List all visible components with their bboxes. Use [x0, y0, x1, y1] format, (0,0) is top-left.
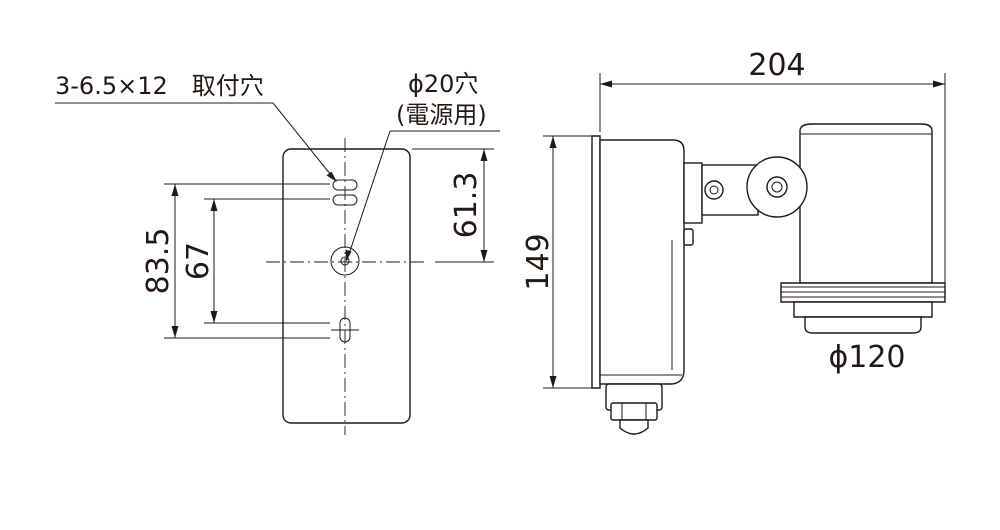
main-housing: [599, 139, 685, 385]
dim-label-149: 149: [521, 233, 556, 290]
arm-knob-inner: [709, 185, 719, 195]
mounting-plate: [282, 148, 411, 424]
cable-hole-note: (電源用): [396, 101, 487, 129]
side-view: 204 149: [521, 48, 946, 435]
cable-hole-outer: [330, 246, 360, 276]
leader-mount-holes-arrow: [326, 171, 337, 182]
wall-plate: [591, 135, 601, 389]
leader-cable-hole-arrow: [345, 249, 352, 262]
dim-label-204: 204: [748, 48, 805, 83]
dim-arrow-149-top: [549, 136, 557, 148]
lamp-lens: [804, 316, 922, 334]
cable-hole-inner: [340, 256, 350, 266]
cable-hole-label: ϕ20穴: [408, 70, 478, 98]
cable-gland-cap: [619, 419, 649, 435]
back-plate-view: 83.5 67 61.3 3-6.5×12 取付穴 ϕ20穴 (電源用): [55, 70, 500, 435]
cable-gland-nut: [610, 402, 658, 421]
dim-arrow-61-3-bottom: [480, 250, 488, 262]
dim-label-83-5: 83.5: [141, 228, 176, 295]
dim-arrow-67-top: [210, 199, 218, 211]
leader-mount-holes: [272, 102, 336, 181]
dim-arrow-204-left: [600, 80, 612, 88]
dim-arrow-204-right: [933, 80, 945, 88]
dim-label-lamp-diameter: ϕ120: [828, 340, 905, 375]
mount-slot-top: [332, 179, 358, 191]
arm-knob-outer: [704, 180, 724, 200]
swivel-bolt-inner: [771, 181, 783, 193]
swivel-bolt-outer: [766, 176, 788, 198]
lamp-neck: [793, 301, 933, 318]
arm-plate: [683, 162, 703, 224]
dim-arrow-67-bottom: [210, 311, 218, 323]
lamp-head: [799, 123, 933, 284]
mount-slot-middle: [332, 194, 358, 206]
mount-holes-label: 3-6.5×12 取付穴: [55, 72, 264, 100]
dim-label-61-3: 61.3: [449, 172, 484, 239]
leader-cable-hole: [346, 130, 391, 261]
dim-arrow-149-bottom: [549, 376, 557, 388]
dim-arrow-83-5-top: [171, 184, 179, 196]
dim-label-67: 67: [181, 242, 216, 280]
dim-arrow-61-3-top: [480, 149, 488, 161]
dim-arrow-83-5-bottom: [171, 326, 179, 338]
housing-side-stud: [683, 228, 694, 246]
